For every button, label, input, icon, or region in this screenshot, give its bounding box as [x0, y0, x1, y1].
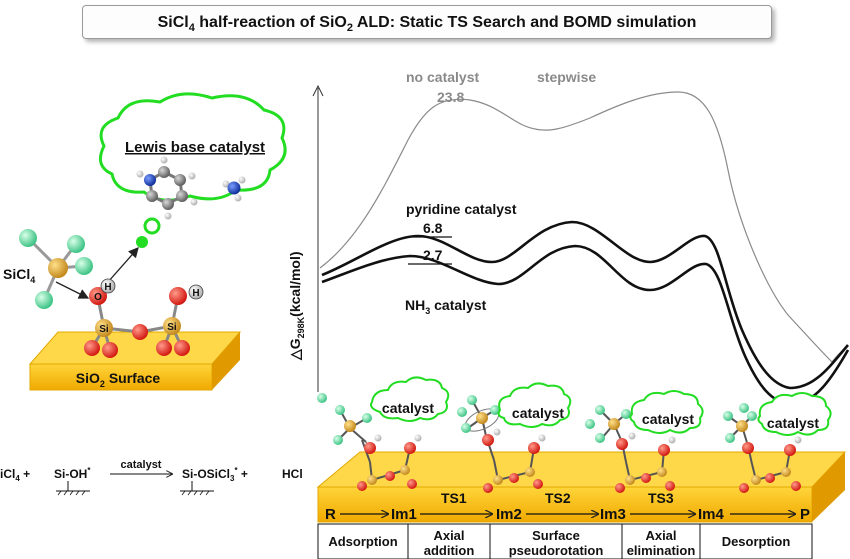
state-im2: Im2	[496, 506, 522, 523]
equation-arrow-label: catalyst	[121, 459, 162, 471]
atom-h-label-1: H	[104, 282, 111, 293]
pyridine-label: pyridine catalyst	[406, 201, 517, 217]
step-axial-addition-line1: Axial	[433, 528, 464, 543]
sio2-surface-slab: SiO2 Surface	[28, 331, 242, 391]
catalyst-cloud-3: catalyst	[629, 390, 704, 434]
no-catalyst-curve	[319, 91, 849, 363]
atom-si-label-1: Si	[99, 324, 109, 335]
structure-snapshot-3	[585, 405, 676, 493]
step-pseudorotation-line2: pseudorotation	[509, 543, 604, 558]
energy-profile: △G298K(kcal/mol) no catalyst 23.8 stepwi…	[287, 69, 850, 406]
ts2-label: TS2	[545, 490, 571, 506]
lewis-base-cloud: Lewis base catalyst	[98, 92, 287, 248]
nh3-barrier: 2.7	[423, 247, 443, 263]
step-pseudorotation-line1: Surface	[532, 528, 580, 543]
pyridine-barrier: 6.8	[423, 220, 443, 236]
catalyst-label-4: catalyst	[767, 415, 819, 431]
atom-h-label-2: H	[192, 288, 199, 299]
catalyst-cloud-4: catalyst	[757, 392, 832, 436]
catalyst-label-3: catalyst	[642, 411, 694, 427]
reaction-equation: iCl4 + Si-OH* catalyst Si-OSiCl3* + HCl	[0, 459, 303, 496]
state-p: P	[800, 506, 810, 523]
state-im1: Im1	[391, 506, 417, 523]
title-sub-2: 2	[346, 22, 353, 35]
ts1-label: TS1	[441, 490, 467, 506]
sicl4-approach-arrow	[55, 281, 90, 299]
equation-site: Si-OH*	[54, 466, 91, 481]
title-middle: half-reaction of SiO	[194, 14, 347, 31]
ts3-label: TS3	[648, 490, 674, 506]
state-im4: Im4	[698, 506, 725, 523]
atom-o-label: O	[94, 292, 102, 303]
lewis-base-label: Lewis base catalyst	[125, 139, 265, 156]
state-r: R	[325, 506, 336, 523]
structure-snapshot-4	[723, 403, 802, 493]
state-im3: Im3	[600, 506, 626, 523]
step-axial-elimination-line1: Axial	[645, 528, 676, 543]
title-banner: SiCl4 half-reaction of SiO2 ALD: Static …	[82, 5, 772, 39]
catalyst-label-1: catalyst	[382, 400, 434, 416]
equation-product: Si-OSiCl3* +	[182, 466, 248, 483]
structure-snapshot-2	[457, 395, 546, 493]
sicl4-label: SiCl4	[3, 266, 35, 285]
catalyst-approach-arrow	[107, 247, 139, 283]
title-sub: 4	[188, 22, 195, 35]
catalyst-cloud-1: catalyst	[370, 376, 450, 422]
step-table: Adsorption Axial addition Surface pseudo…	[317, 523, 813, 559]
nh3-curve	[321, 244, 850, 406]
atom-si-label-2: Si	[167, 322, 177, 333]
title-rest: ALD: Static TS Search and BOMD simulatio…	[352, 14, 697, 31]
nh3-label: NH3 catalyst	[405, 297, 487, 316]
reaction-surface-slab	[316, 451, 847, 523]
no-catalyst-label: no catalyst	[406, 69, 479, 85]
surface-silanol-structure: H H Si Si O	[84, 278, 204, 358]
step-adsorption: Adsorption	[328, 534, 397, 549]
title-prefix: SiCl	[157, 14, 189, 31]
sio2-surface-label: SiO2 Surface	[76, 370, 161, 389]
structure-snapshot-1	[317, 393, 422, 491]
step-desorption: Desorption	[722, 534, 791, 549]
sicl4-molecule: SiCl4	[3, 229, 93, 309]
equation-reactant: iCl4 +	[0, 467, 30, 483]
pyridine-curve	[321, 220, 849, 390]
equation-byproduct: HCl	[282, 467, 303, 481]
catalyst-cloud-2: catalyst	[497, 382, 572, 428]
step-axial-elimination-line2: elimination	[627, 543, 696, 558]
y-axis-label: △G298K(kcal/mol)	[287, 251, 306, 361]
no-catalyst-barrier: 23.8	[437, 89, 464, 105]
y-axis-arrowhead	[312, 84, 324, 97]
pathway-row: R Im1 TS1 Im2 TS2 Im3 TS3 Im4 P	[325, 490, 810, 523]
catalyst-label-2: catalyst	[512, 405, 564, 421]
pyridine-molecule	[136, 156, 198, 220]
ammonia-molecule	[222, 176, 246, 202]
stepwise-label: stepwise	[537, 69, 596, 85]
step-axial-addition-line2: addition	[424, 543, 475, 558]
